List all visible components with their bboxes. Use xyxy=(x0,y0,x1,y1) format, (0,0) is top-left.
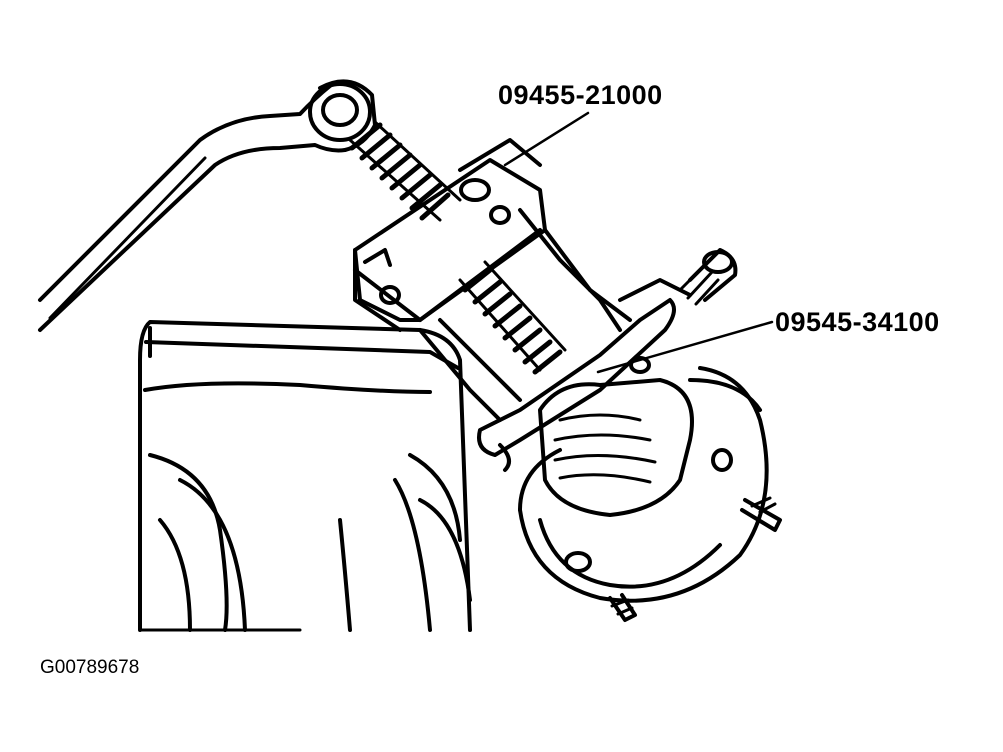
leader-line-puller xyxy=(503,111,590,167)
callout-adapter-part-number: 09545-34100 xyxy=(775,307,940,337)
vise xyxy=(138,320,472,632)
figure-id: G00789678 xyxy=(40,657,140,678)
leader-lines xyxy=(503,111,774,374)
wheel-hub xyxy=(518,356,782,622)
callout-puller-part-number: 09455-21000 xyxy=(498,80,663,110)
adapter-tool xyxy=(477,248,738,472)
wrench xyxy=(38,79,377,332)
leader-line-adapter xyxy=(596,320,774,374)
puller-frame xyxy=(353,138,632,422)
forcing-screw xyxy=(348,120,462,222)
center-screw xyxy=(458,260,567,375)
